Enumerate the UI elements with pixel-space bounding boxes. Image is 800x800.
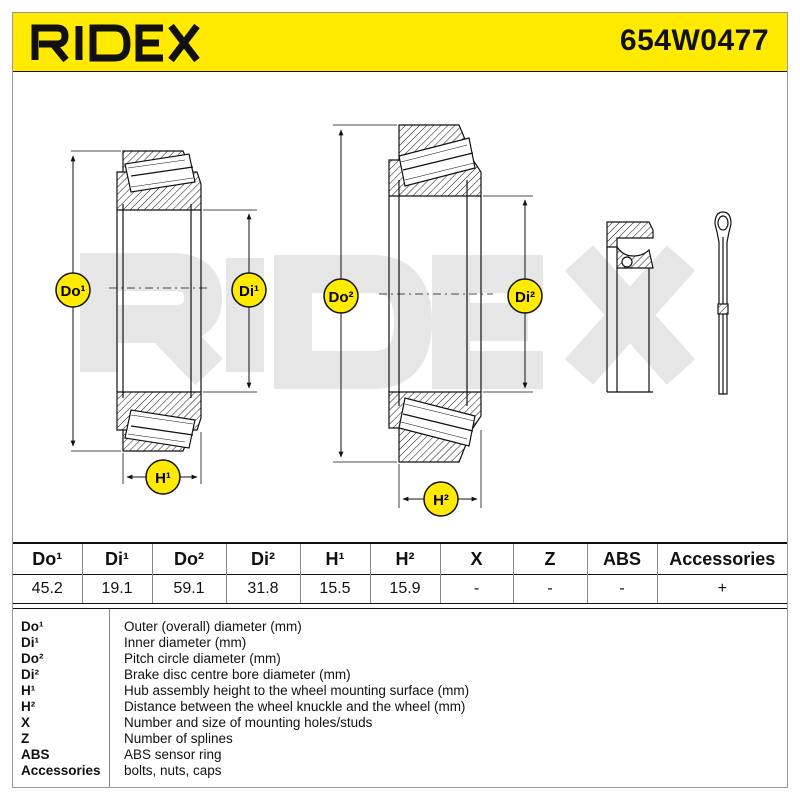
spec-value-cell: 59.1 bbox=[151, 574, 226, 604]
ridex-watermark bbox=[80, 245, 696, 389]
legend-key: Di² bbox=[21, 667, 39, 682]
legend-key: Z bbox=[21, 731, 30, 746]
legend-key: Do² bbox=[21, 651, 44, 666]
svg-text:H¹: H¹ bbox=[155, 470, 171, 487]
legend: Do¹ Outer (overall) diameter (mm) Di¹ In… bbox=[13, 608, 787, 787]
legend-desc: ABS sensor ring bbox=[124, 747, 222, 762]
legend-desc: Distance between the wheel knuckle and t… bbox=[124, 699, 466, 714]
badge-di2: Di² bbox=[507, 278, 543, 314]
spec-header-cell: Do¹ bbox=[13, 542, 82, 575]
spec-header-cell: Di² bbox=[225, 542, 300, 575]
bearing-1-drawing bbox=[109, 150, 211, 452]
spec-header-row: Do¹ Di¹ Do² Di² H¹ H² X Z ABS Accessorie… bbox=[13, 542, 787, 575]
spec-value-cell: + bbox=[656, 574, 787, 604]
spec-value-cell: 19.1 bbox=[81, 574, 152, 604]
legend-desc: bolts, nuts, caps bbox=[124, 763, 222, 778]
badge-h2: H² bbox=[423, 481, 459, 517]
spec-value-cell: - bbox=[586, 574, 657, 604]
seal-drawing bbox=[606, 221, 654, 393]
legend-item: H² Distance between the wheel knuckle an… bbox=[13, 699, 787, 715]
legend-item: Do¹ Outer (overall) diameter (mm) bbox=[13, 619, 787, 635]
legend-desc: Brake disc centre bore diameter (mm) bbox=[124, 667, 351, 682]
legend-desc: Hub assembly height to the wheel mountin… bbox=[124, 683, 470, 698]
ridex-logo bbox=[31, 23, 200, 62]
legend-key: H² bbox=[21, 699, 36, 714]
spec-value-cell: 15.5 bbox=[299, 574, 370, 604]
part-number: 654W0477 bbox=[619, 24, 769, 57]
spec-header-cell: H¹ bbox=[299, 542, 370, 575]
bearing-2-drawing bbox=[379, 124, 493, 463]
legend-desc: Number and size of mounting holes/studs bbox=[124, 715, 373, 730]
legend-divider bbox=[109, 609, 110, 787]
spec-value-row: 45.2 19.1 59.1 31.8 15.5 15.9 - - - + bbox=[13, 574, 787, 604]
spec-header-cell: Accessories bbox=[656, 542, 787, 575]
legend-desc: Outer (overall) diameter (mm) bbox=[124, 619, 302, 634]
spec-header-cell: Do² bbox=[151, 542, 226, 575]
legend-desc: Inner diameter (mm) bbox=[124, 635, 247, 650]
legend-item: Di² Brake disc centre bore diameter (mm) bbox=[13, 667, 787, 683]
spec-header-cell: X bbox=[439, 542, 513, 575]
legend-item: ABS ABS sensor ring bbox=[13, 747, 787, 763]
svg-text:Di²: Di² bbox=[515, 289, 535, 306]
badge-di1: Di¹ bbox=[231, 272, 267, 308]
product-sheet: 654W0477 bbox=[12, 12, 788, 788]
header-bar: 654W0477 bbox=[13, 13, 787, 72]
spec-table: Do¹ Di¹ Do² Di² H¹ H² X Z ABS Accessorie… bbox=[13, 542, 787, 604]
spec-value-cell: 15.9 bbox=[369, 574, 440, 604]
legend-key: X bbox=[21, 715, 31, 730]
legend-item: Z Number of splines bbox=[13, 731, 787, 747]
legend-key: ABS bbox=[21, 747, 50, 762]
legend-item: Accessories bolts, nuts, caps bbox=[13, 763, 787, 779]
spec-value-cell: 45.2 bbox=[13, 574, 82, 604]
legend-item: Di¹ Inner diameter (mm) bbox=[13, 635, 787, 651]
legend-desc: Pitch circle diameter (mm) bbox=[124, 651, 281, 666]
cotter-pin-drawing bbox=[714, 211, 732, 395]
badge-do2: Do² bbox=[323, 278, 359, 314]
svg-text:Do²: Do² bbox=[329, 289, 354, 306]
legend-key: Di¹ bbox=[21, 635, 39, 650]
spec-header-cell: H² bbox=[369, 542, 440, 575]
badge-do1: Do¹ bbox=[55, 272, 91, 308]
legend-desc: Number of splines bbox=[124, 731, 233, 746]
legend-key: H¹ bbox=[21, 683, 36, 698]
spec-header-cell: Z bbox=[512, 542, 587, 575]
svg-text:Do¹: Do¹ bbox=[61, 283, 86, 300]
legend-key: Do¹ bbox=[21, 619, 44, 634]
badge-h1: H¹ bbox=[145, 459, 181, 495]
svg-text:Di¹: Di¹ bbox=[239, 283, 259, 300]
technical-drawing: Do¹ Di¹ H¹ Do² Di² H² bbox=[55, 124, 732, 517]
spec-header-cell: ABS bbox=[586, 542, 657, 575]
spec-header-cell: Di¹ bbox=[81, 542, 152, 575]
legend-key: Accessories bbox=[21, 763, 101, 778]
spec-value-cell: 31.8 bbox=[225, 574, 300, 604]
spec-value-cell: - bbox=[439, 574, 513, 604]
legend-item: H¹ Hub assembly height to the wheel moun… bbox=[13, 683, 787, 699]
spec-value-cell: - bbox=[512, 574, 587, 604]
legend-item: X Number and size of mounting holes/stud… bbox=[13, 715, 787, 731]
legend-item: Do² Pitch circle diameter (mm) bbox=[13, 651, 787, 667]
svg-text:H²: H² bbox=[433, 492, 449, 509]
